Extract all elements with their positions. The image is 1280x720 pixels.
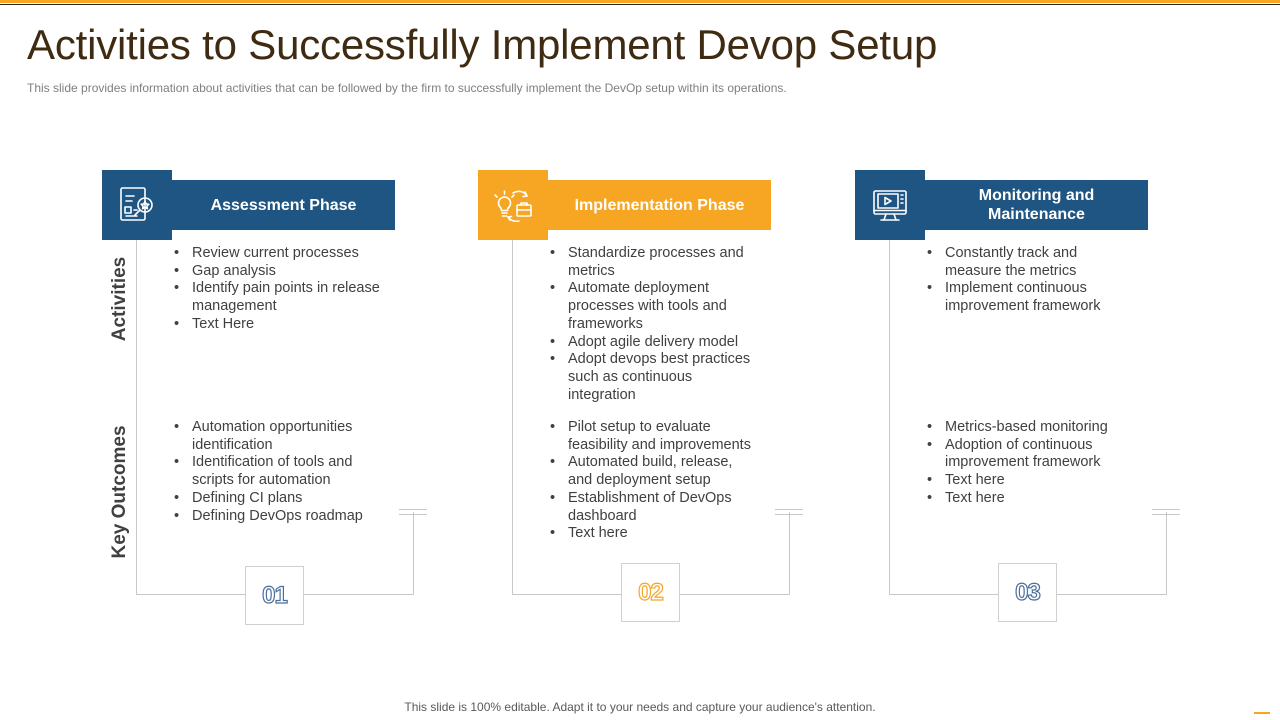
connector-line <box>413 512 414 595</box>
slide-title: Activities to Successfully Implement Dev… <box>27 21 938 68</box>
list-item: Text here <box>548 525 758 543</box>
connector-line <box>512 240 513 594</box>
list-item: Defining DevOps roadmap <box>172 508 382 526</box>
list-item: Review current processes <box>172 245 382 263</box>
phase-number: 01 <box>245 566 304 625</box>
activities-list: Constantly track and measure the metrics… <box>925 245 1135 316</box>
connector-line <box>1166 512 1167 595</box>
list-item: Adoption of continuous improvement frame… <box>925 437 1135 472</box>
outcomes-list: Metrics-based monitoring Adoption of con… <box>925 419 1135 508</box>
connector-line <box>789 512 790 595</box>
phase-title: Implementation Phase <box>548 180 771 230</box>
top-accent-bar <box>0 0 1280 3</box>
connector-cap <box>1152 509 1180 515</box>
idea-briefcase-icon <box>478 170 548 240</box>
list-item: Text Here <box>172 316 382 334</box>
list-item: Establishment of DevOps dashboard <box>548 490 758 525</box>
outcomes-list: Automation opportunities identification … <box>172 419 382 525</box>
list-item: Gap analysis <box>172 263 382 281</box>
connector-line <box>136 240 137 594</box>
connector-cap <box>399 509 427 515</box>
activities-list: Standardize processes and metrics Automa… <box>548 245 758 404</box>
list-item: Defining CI plans <box>172 490 382 508</box>
list-item: Adopt devops best practices such as cont… <box>548 351 758 404</box>
phase-title: Assessment Phase <box>172 180 395 230</box>
document-search-icon <box>102 170 172 240</box>
list-item: Adopt agile delivery model <box>548 334 758 352</box>
connector-cap <box>775 509 803 515</box>
phase-number: 02 <box>621 563 680 622</box>
list-item: Pilot setup to evaluate feasibility and … <box>548 419 758 454</box>
monitor-play-icon <box>855 170 925 240</box>
slide-footer: This slide is 100% editable. Adapt it to… <box>404 700 876 714</box>
phase-number: 03 <box>998 563 1057 622</box>
list-item: Automation opportunities identification <box>172 419 382 454</box>
list-item: Automated build, release, and deployment… <box>548 454 758 489</box>
list-item: Implement continuous improvement framewo… <box>925 280 1135 315</box>
list-item: Identify pain points in release manageme… <box>172 280 382 315</box>
connector-line <box>889 240 890 594</box>
phase-title: Monitoring and Maintenance <box>925 180 1148 230</box>
outcomes-list: Pilot setup to evaluate feasibility and … <box>548 419 758 543</box>
list-item: Constantly track and measure the metrics <box>925 245 1135 280</box>
list-item: Text here <box>925 472 1135 490</box>
list-item: Automate deployment processes with tools… <box>548 280 758 333</box>
list-item: Text here <box>925 490 1135 508</box>
top-divider-line <box>0 4 1280 5</box>
activities-list: Review current processes Gap analysis Id… <box>172 245 382 334</box>
list-item: Identification of tools and scripts for … <box>172 454 382 489</box>
corner-accent <box>1254 712 1270 714</box>
list-item: Metrics-based monitoring <box>925 419 1135 437</box>
phase-column-assessment: Assessment Phase Review current processe… <box>102 170 432 630</box>
slide-subtitle: This slide provides information about ac… <box>27 81 787 95</box>
phase-column-implementation: Implementation Phase Standardize process… <box>478 170 808 630</box>
list-item: Standardize processes and metrics <box>548 245 758 280</box>
phase-column-monitoring: Monitoring and Maintenance Constantly tr… <box>855 170 1185 630</box>
